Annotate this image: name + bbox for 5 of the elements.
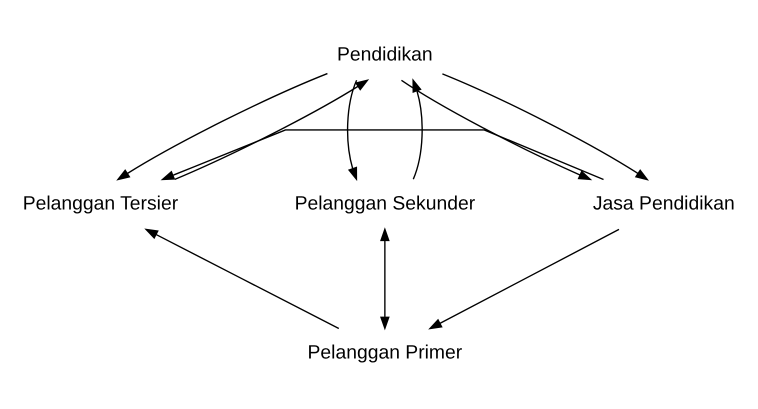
- node-text: Pelanggan Tersier: [22, 194, 178, 215]
- node-text: Jasa Pendidikan: [592, 194, 735, 215]
- node-text: Pelanggan Sekunder: [294, 194, 476, 215]
- node-text: Pendidikan: [337, 44, 433, 66]
- node-text: Pelanggan Primer: [308, 342, 462, 364]
